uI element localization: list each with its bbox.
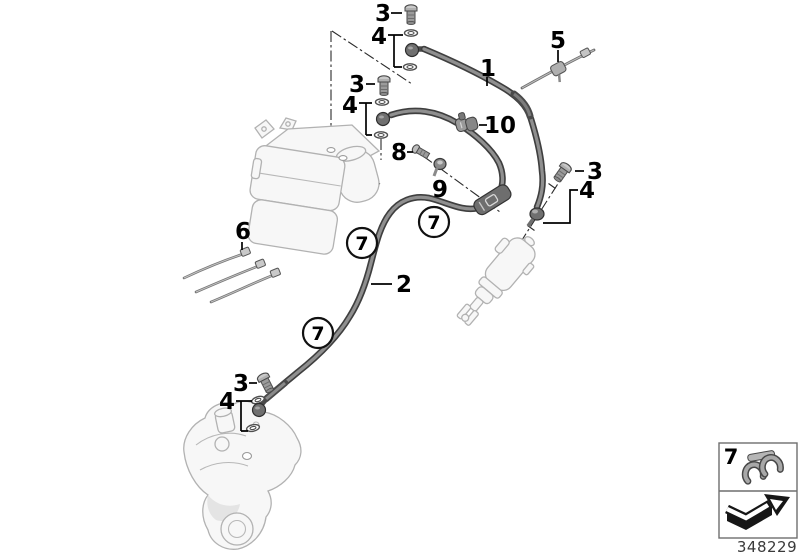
- callout-labels: 3 4 3 4 1 5 10 8 9 2 6 3 4 3 4: [219, 1, 603, 415]
- seal-washer: [374, 98, 390, 106]
- brake-line-1: [417, 45, 546, 228]
- hollow-screw: [377, 75, 391, 97]
- circled-7[interactable]: 7: [417, 205, 451, 239]
- cable-tie: [194, 258, 266, 294]
- abs-modulator: [247, 117, 381, 255]
- callout-5[interactable]: 5: [550, 28, 566, 54]
- callout-4-mid[interactable]: 4: [342, 93, 358, 119]
- hollow-screw: [404, 4, 418, 26]
- callout-8[interactable]: 8: [391, 140, 407, 166]
- circled-7-label: 7: [427, 212, 440, 234]
- rubber-grommet: [432, 157, 447, 177]
- callout-1[interactable]: 1: [480, 56, 496, 82]
- banjo-fitting: [404, 42, 420, 58]
- legend-item-number: 7: [724, 445, 739, 469]
- callout-3-right[interactable]: 3: [587, 159, 603, 185]
- callout-2[interactable]: 2: [396, 272, 412, 298]
- circled-7[interactable]: 7: [301, 316, 335, 350]
- callout-3-bottom[interactable]: 3: [233, 371, 249, 397]
- leader-lines: [236, 12, 584, 432]
- abs-port-1: [326, 147, 336, 153]
- master-cylinder: [456, 236, 536, 326]
- circled-7[interactable]: 7: [345, 226, 379, 260]
- banjo-bolt-set-top: [402, 4, 420, 71]
- circled-7-label: 7: [311, 323, 324, 345]
- callout-3-mid[interactable]: 3: [349, 72, 365, 98]
- seal-washer: [373, 131, 389, 139]
- brake-line-2: [257, 107, 512, 408]
- cable-tie: [209, 267, 281, 304]
- callout-4-top[interactable]: 4: [371, 24, 387, 50]
- mount-bolt: [411, 144, 431, 160]
- callout-4-bottom[interactable]: 4: [219, 389, 235, 415]
- cable-tie: [182, 246, 251, 280]
- circled-7-label: 7: [355, 233, 368, 255]
- line1-grommet: [526, 207, 545, 228]
- line-clamp: [454, 112, 479, 133]
- seal-washer: [402, 63, 418, 71]
- callout-3-top[interactable]: 3: [375, 1, 391, 27]
- direction-arrow-icon: [725, 494, 790, 530]
- tie-with-clip: [520, 47, 596, 90]
- callout-4-right[interactable]: 4: [579, 178, 595, 204]
- drawing-number: 348229: [737, 538, 797, 556]
- banjo-bolt-set-right: [550, 160, 574, 185]
- brake-caliper: [183, 400, 302, 550]
- callout-6[interactable]: 6: [235, 219, 251, 245]
- caliper-port: [241, 451, 253, 461]
- circled-7-markers: 7 7 7: [301, 205, 451, 350]
- clip-icon: [741, 450, 784, 485]
- elbow-fitting: [473, 184, 512, 216]
- legend-box: 7: [718, 442, 798, 539]
- seal-washer: [403, 29, 419, 37]
- hollow-screw: [550, 160, 574, 185]
- cable-ties: [182, 246, 281, 304]
- abs-port-2: [338, 155, 348, 161]
- callout-10[interactable]: 10: [484, 113, 516, 139]
- banjo-bolt-set-mid: [373, 75, 391, 139]
- banjo-fitting: [375, 111, 391, 127]
- banjo-fitting: [251, 402, 267, 418]
- callout-9[interactable]: 9: [432, 177, 448, 203]
